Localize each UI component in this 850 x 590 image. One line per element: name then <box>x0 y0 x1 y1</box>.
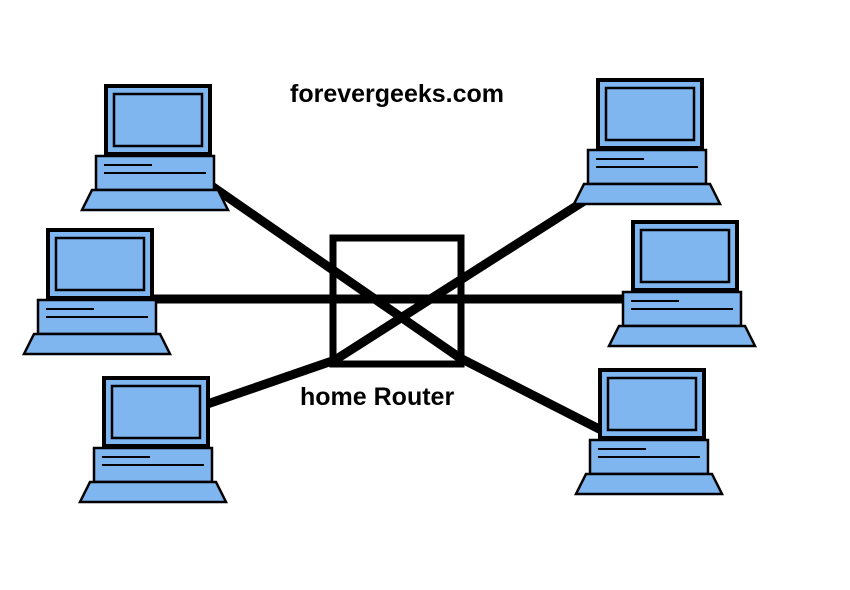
laptop-icon <box>607 220 757 348</box>
router <box>329 234 465 368</box>
watermark-text: forevergeeks.com <box>290 80 504 108</box>
laptop-icon <box>22 228 172 356</box>
laptop-icon <box>572 78 722 206</box>
cable-bottom-left <box>188 355 337 415</box>
cable-bottom-right <box>457 353 608 437</box>
computer-bottom-left <box>78 376 228 504</box>
router-box <box>329 234 465 368</box>
laptop-icon <box>78 376 228 504</box>
router-label: home Router <box>300 383 454 411</box>
laptop-icon <box>80 84 230 212</box>
computer-top-left <box>80 84 230 212</box>
computer-middle-left <box>22 228 172 356</box>
computer-top-right <box>572 78 722 206</box>
computer-middle-right <box>607 220 757 348</box>
